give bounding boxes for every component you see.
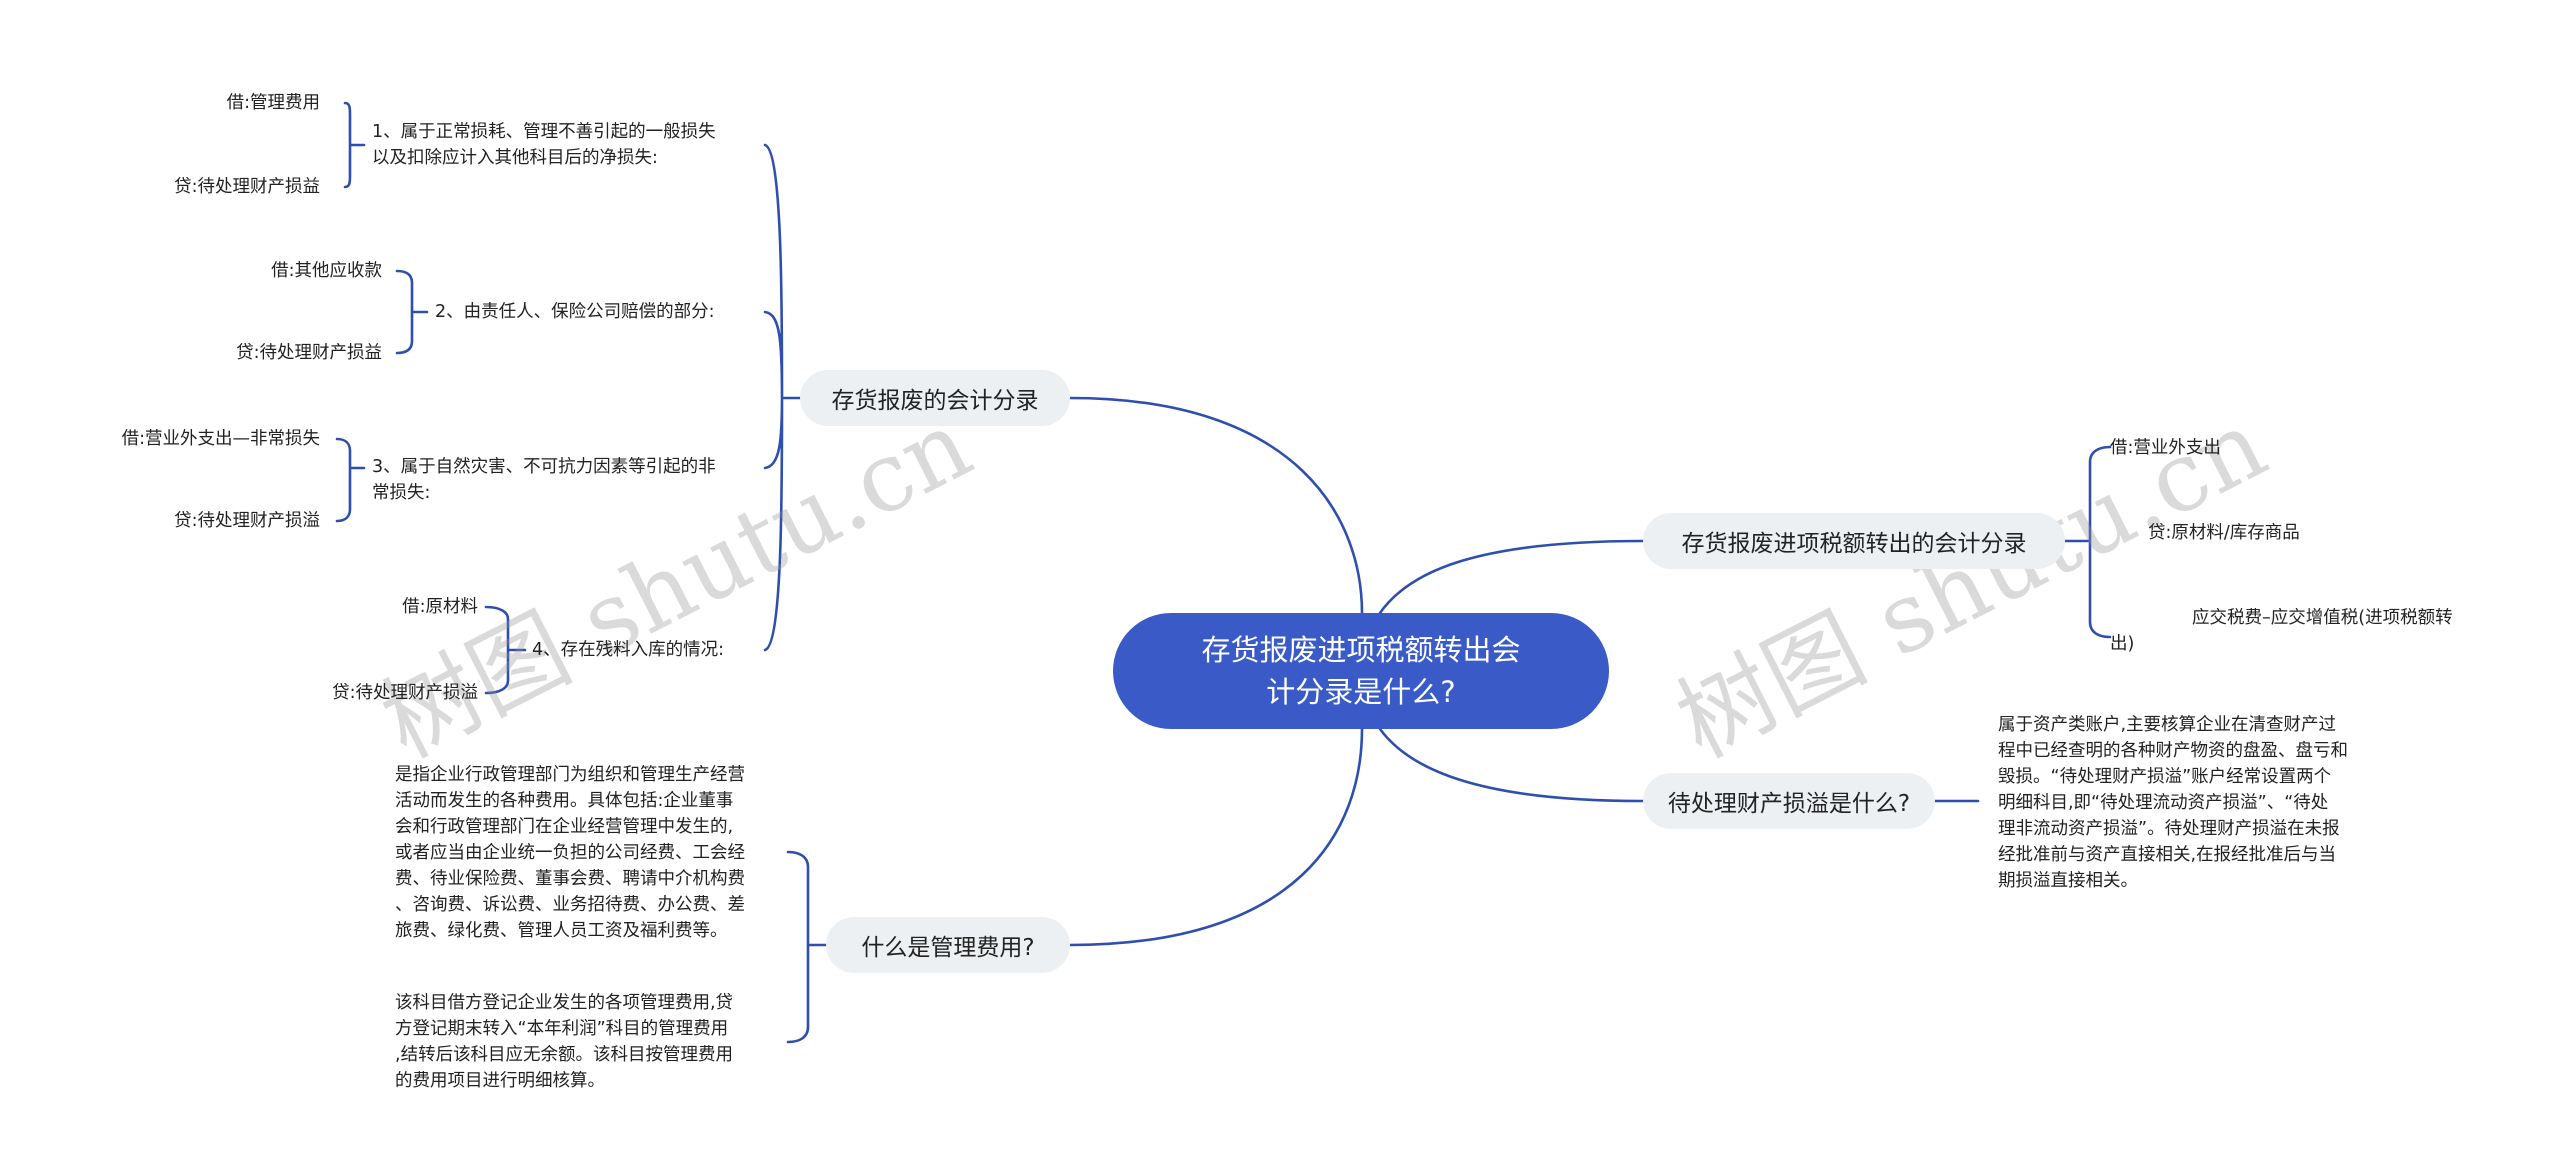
admin-para1-line-1: 是指企业行政管理部门为组织和管理生产经营 [395, 765, 745, 785]
group-1-line-1: 1、属于正常损耗、管理不善引起的一般损失 [372, 122, 716, 142]
group-1-line-2: 以及扣除应计入其他科目后的净损失: [372, 148, 658, 168]
admin-para1-line-7: 旅费、绿化费、管理人员工资及福利费等。 [395, 921, 728, 941]
group-1-debit[interactable]: 借:管理费用 [226, 93, 320, 113]
admin-para1-line-2: 活动而发生的各种费用。具体包括:企业董事 [395, 791, 734, 811]
group-3-line-1: 3、属于自然灾害、不可抗力因素等引起的非 [372, 457, 716, 477]
admin-expense-para-1[interactable]: 是指企业行政管理部门为组织和管理生产经营 活动而发生的各种费用。具体包括:企业董… [395, 762, 745, 944]
pending-loss-text[interactable]: 属于资产类账户,主要核算企业在清查财产过 程中已经查明的各种财产物资的盘盈、盘亏… [1998, 712, 2348, 894]
group-4-debit[interactable]: 借:原材料 [402, 597, 478, 617]
edge-root-admin-expense [1068, 727, 1364, 947]
branch-inventory-scrap-label: 存货报废的会计分录 [831, 388, 1039, 414]
group-2-condition[interactable]: 2、由责任人、保险公司赔偿的部分: [435, 299, 715, 325]
pending-loss-line-1: 属于资产类账户,主要核算企业在清查财产过 [1998, 715, 2337, 735]
bracket-group-3 [335, 437, 366, 523]
edge-root-pending-loss [1378, 727, 1645, 803]
admin-para2-line-2: 方登记期末转入“本年利润”科目的管理费用 [395, 1019, 729, 1039]
group-1-credit[interactable]: 贷:待处理财产损益 [174, 177, 320, 197]
group-4-line-1: 4、存在残料入库的情况: [532, 640, 725, 660]
edge-root-inventory-scrap [1068, 396, 1364, 615]
admin-para1-line-3: 会和行政管理部门在企业经营管理中发生的, [395, 817, 734, 837]
group-2-line-1: 2、由责任人、保险公司赔偿的部分: [435, 302, 715, 322]
admin-para2-line-1: 该科目借方登记企业发生的各项管理费用,贷 [395, 993, 734, 1013]
admin-expense-para-2[interactable]: 该科目借方登记企业发生的各项管理费用,贷 方登记期末转入“本年利润”科目的管理费… [395, 990, 733, 1094]
root-node[interactable]: 存货报废进项税额转出会 计分录是什么? [1113, 613, 1609, 729]
root-line-1: 存货报废进项税额转出会 [1201, 633, 1521, 667]
edge-inventory-groups [763, 143, 802, 652]
bracket-group-4 [484, 605, 527, 695]
branch-inventory-scrap[interactable]: 存货报废的会计分录 [800, 370, 1070, 426]
pending-loss-line-7: 期损溢直接相关。 [1998, 871, 2138, 891]
pending-loss-line-3: 毁损。“待处理财产损溢”账户经常设置两个 [1998, 767, 2332, 787]
admin-para2-line-4: 的费用项目进行明细核算。 [395, 1071, 605, 1091]
branch-admin-expense[interactable]: 什么是管理费用? [826, 917, 1070, 973]
branch-admin-expense-label: 什么是管理费用? [861, 935, 1035, 961]
admin-para1-line-5: 费、待业保险费、董事会费、聘请中介机构费 [395, 869, 745, 889]
branch-pending-loss[interactable]: 待处理财产损溢是什么? [1643, 773, 1935, 829]
group-2-credit[interactable]: 贷:待处理财产损益 [236, 343, 382, 363]
vat-item-tax-line-2: 出) [2110, 634, 2135, 654]
group-2-debit[interactable]: 借:其他应收款 [271, 261, 382, 281]
pending-loss-line-2: 程中已经查明的各种财产物资的盘盈、盘亏和 [1998, 741, 2348, 761]
group-3-line-2: 常损失: [372, 483, 431, 503]
bracket-vat-transfer [2063, 445, 2112, 639]
pending-loss-line-6: 经批准前与资产直接相关,在报经批准后与当 [1998, 845, 2337, 865]
branch-vat-transfer-label: 存货报废进项税额转出的会计分录 [1681, 531, 2027, 557]
bracket-group-1 [343, 101, 366, 189]
bracket-admin-expense [786, 850, 828, 1044]
group-3-condition[interactable]: 3、属于自然灾害、不可抗力因素等引起的非 常损失: [372, 454, 716, 506]
pending-loss-line-5: 理非流动资产损溢”。待处理财产损溢在未报 [1998, 819, 2340, 839]
group-1-condition[interactable]: 1、属于正常损耗、管理不善引起的一般损失 以及扣除应计入其他科目后的净损失: [372, 119, 716, 171]
admin-para2-line-3: ,结转后该科目应无余额。该科目按管理费用 [395, 1045, 734, 1065]
vat-item-tax-line-1[interactable]: 应交税费–应交增值税(进项税额转 [2192, 608, 2453, 628]
vat-item-credit[interactable]: 贷:原材料/库存商品 [2148, 523, 2300, 543]
vat-item-debit[interactable]: 借:营业外支出 [2110, 438, 2221, 458]
bracket-group-2 [395, 269, 429, 355]
admin-para1-line-6: 、咨询费、诉讼费、业务招待费、办公费、差 [395, 895, 745, 915]
group-4-credit[interactable]: 贷:待处理财产损溢 [332, 683, 478, 703]
group-3-credit[interactable]: 贷:待处理财产损溢 [174, 511, 320, 531]
pending-loss-line-4: 明细科目,即“待处理流动资产损溢”、“待处 [1998, 793, 2329, 813]
admin-para1-line-4: 或者应当由企业统一负担的公司经费、工会经 [395, 843, 745, 863]
edge-root-vat-transfer [1378, 539, 1645, 615]
root-line-2: 计分录是什么? [1266, 675, 1456, 709]
branch-vat-transfer[interactable]: 存货报废进项税额转出的会计分录 [1643, 513, 2065, 569]
group-4-condition[interactable]: 4、存在残料入库的情况: [532, 637, 724, 663]
group-3-debit[interactable]: 借:营业外支出—非常损失 [121, 429, 320, 449]
branch-pending-loss-label: 待处理财产损溢是什么? [1667, 791, 1911, 817]
